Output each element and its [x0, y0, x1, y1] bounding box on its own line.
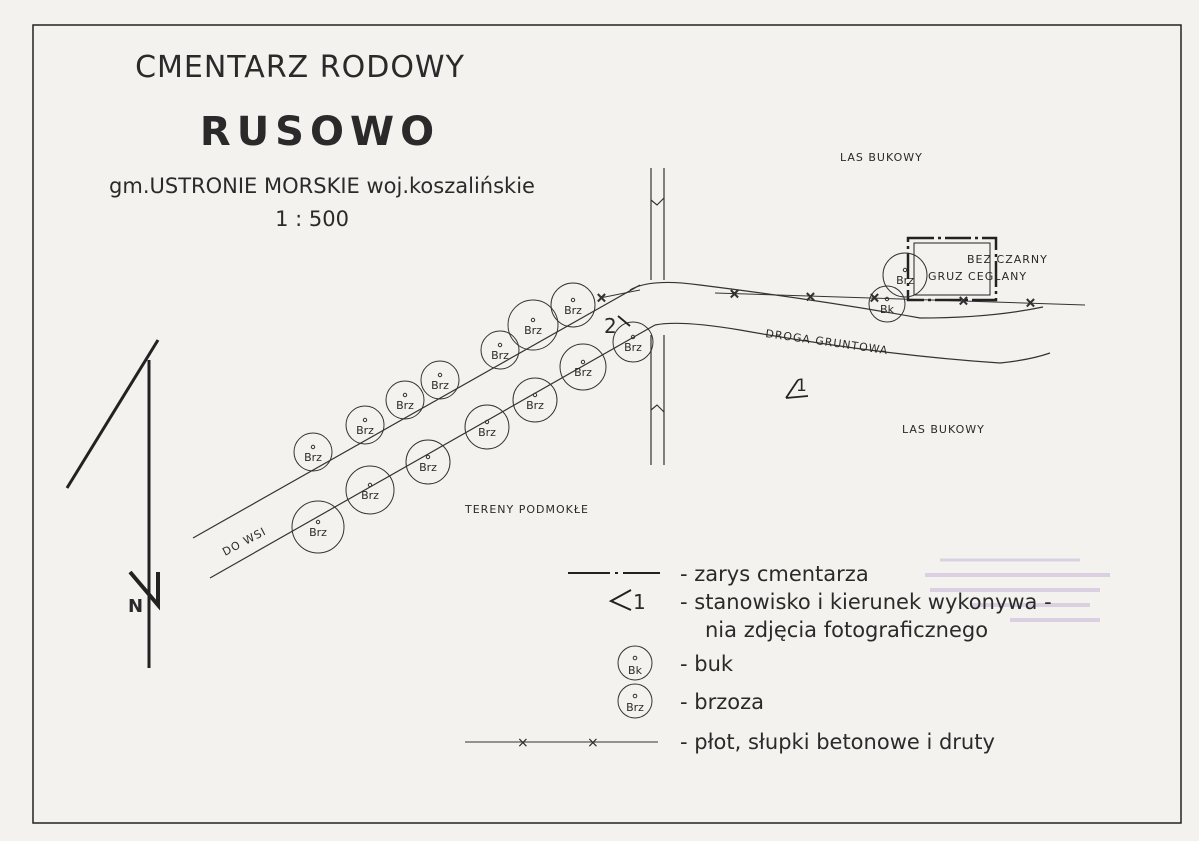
photo-station-1: 1: [785, 376, 809, 399]
svg-text:×: ×: [729, 287, 740, 302]
tree-label: Bk: [880, 303, 895, 316]
legend: - zarys cmentarza 1 - stanowisko i kieru…: [465, 562, 1052, 754]
svg-text:×: ×: [869, 291, 880, 306]
legend-beech: Bk - buk: [617, 645, 734, 681]
photo-station-2-number: 2: [604, 314, 617, 338]
forest-label-right: LAS BUKOWY: [902, 423, 985, 436]
birch-tree: Brz: [550, 282, 596, 328]
birch-tree: Brz: [882, 252, 928, 298]
fence-line: × × × × × ×: [596, 287, 1086, 312]
tree-label: Brz: [309, 526, 327, 539]
svg-text:×: ×: [805, 290, 816, 305]
svg-text:×: ×: [596, 291, 607, 306]
legend-beech-symbol: Bk: [628, 664, 643, 677]
beech-tree: Bk: [868, 285, 906, 323]
archive-stamp: [925, 558, 1110, 622]
birch-tree: Brz: [464, 404, 510, 450]
legend-fence: × × - płot, słupki betonowe i druty: [465, 730, 995, 754]
legend-photo-text-1: - stanowisko i kierunek wykonywa -: [680, 590, 1052, 614]
region-label: gm.USTRONIE MORSKIE woj.koszalińskie: [109, 174, 535, 198]
crossing-path: [650, 168, 665, 465]
legend-birch-text: - brzoza: [680, 690, 764, 714]
svg-text:×: ×: [958, 294, 969, 309]
legend-photo-symbol: 1: [633, 590, 646, 614]
dirt-road: [629, 281, 1051, 364]
north-label: N: [128, 596, 143, 617]
legend-photo-station: 1 - stanowisko i kierunek wykonywa - nia…: [608, 589, 1052, 642]
legend-birch: Brz - brzoza: [617, 683, 764, 719]
village-road-label: DO WSI: [220, 525, 268, 559]
birch-tree: Brz: [405, 439, 451, 485]
photo-station-2: 2: [604, 314, 631, 338]
svg-text:×: ×: [587, 735, 599, 751]
rubble-label: GRUZ CEGLANY: [928, 270, 1027, 283]
tree-label: Brz: [524, 324, 542, 337]
tree-label: Brz: [564, 304, 582, 317]
birch-tree: Brz: [385, 380, 425, 420]
tree-label: Brz: [396, 399, 414, 412]
birch-tree: Brz: [420, 360, 460, 400]
legend-beech-text: - buk: [680, 652, 734, 676]
svg-text:×: ×: [1025, 296, 1036, 311]
birch-tree: Brz: [507, 299, 559, 351]
north-arrow: N: [65, 339, 160, 668]
forest-label-top: LAS BUKOWY: [840, 151, 923, 164]
tree-label: Brz: [478, 426, 496, 439]
scale-label: 1 : 500: [275, 207, 349, 231]
tree-label: Brz: [526, 399, 544, 412]
road-to-village: [192, 284, 656, 579]
trees-layer: BrzBrzBrzBrzBrzBrzBrzBrzBrzBrzBrzBrzBrzB…: [291, 252, 928, 554]
tree-label: Brz: [431, 379, 449, 392]
tree-label: Brz: [419, 461, 437, 474]
birch-tree: Brz: [612, 321, 654, 363]
birch-tree: Brz: [559, 343, 607, 391]
legend-cemetery-text: - zarys cmentarza: [680, 562, 869, 586]
svg-text:×: ×: [517, 735, 529, 751]
elder-label: BEZ CZARNY: [967, 253, 1048, 266]
birch-tree: Brz: [345, 405, 385, 445]
place-name: RUSOWO: [200, 109, 440, 155]
tree-label: Brz: [304, 451, 322, 464]
map-title: CMENTARZ RODOWY: [135, 50, 465, 85]
tree-label: Brz: [624, 341, 642, 354]
tree-label: Brz: [896, 274, 914, 287]
legend-photo-text-2: nia zdjęcia fotograficznego: [705, 618, 988, 642]
tree-label: Brz: [356, 424, 374, 437]
dirt-road-label: DROGA GRUNTOWA: [765, 327, 890, 357]
birch-tree: Brz: [480, 330, 520, 370]
legend-birch-symbol: Brz: [626, 701, 644, 714]
birch-tree: Brz: [291, 500, 345, 554]
birch-tree: Brz: [345, 465, 395, 515]
photo-station-1-number: 1: [796, 376, 807, 396]
tree-label: Brz: [491, 349, 509, 362]
map-frame: [32, 24, 1182, 824]
tree-label: Brz: [574, 366, 592, 379]
tree-label: Brz: [361, 489, 379, 502]
cemetery-outline: [906, 236, 998, 302]
birch-tree: Brz: [293, 432, 333, 472]
legend-fence-text: - płot, słupki betonowe i druty: [680, 730, 995, 754]
wetlands-label: TERENY PODMOKŁE: [464, 503, 589, 516]
legend-cemetery-outline: - zarys cmentarza: [568, 562, 869, 586]
birch-tree: Brz: [512, 377, 558, 423]
